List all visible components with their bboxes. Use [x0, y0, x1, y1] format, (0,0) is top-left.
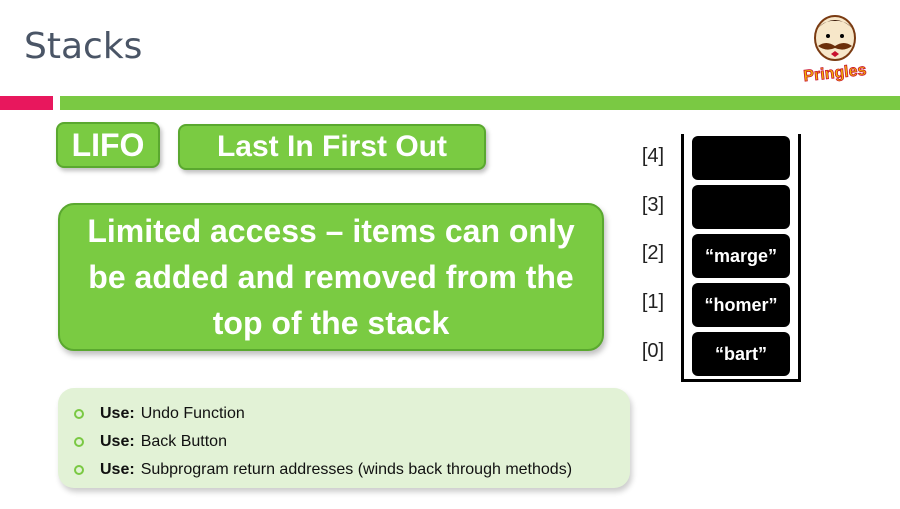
list-item: Use: Subprogram return addresses (winds …	[74, 456, 630, 484]
stack-cell-1: “homer”	[692, 283, 790, 327]
stack-index-1: [1]	[641, 291, 665, 313]
list-item: Use: Back Button	[74, 428, 630, 456]
bullet-icon	[74, 465, 84, 475]
use-text: Subprogram return addresses (winds back …	[140, 461, 573, 478]
bullet-icon	[74, 437, 84, 447]
list-item: Use: Undo Function	[74, 400, 630, 428]
stack-description: Limited access – items can only be added…	[58, 203, 604, 351]
stack-index-3: [3]	[641, 194, 665, 216]
stack-description-text: Limited access – items can only be added…	[87, 213, 575, 341]
use-key: Use:	[100, 433, 135, 450]
use-text: Back Button	[140, 433, 227, 450]
accent-bar-pink	[0, 96, 53, 110]
bullet-icon	[74, 409, 84, 419]
slide-title: Stacks	[24, 26, 143, 67]
accent-bar-green	[60, 96, 900, 110]
stack-index-2: [2]	[641, 242, 665, 264]
pringles-logo: Pringles	[802, 15, 868, 86]
logo-text: Pringles	[803, 62, 868, 86]
use-key: Use:	[100, 461, 135, 478]
stack-cell-2: “marge”	[692, 234, 790, 278]
uses-list: Use: Undo Function Use: Back Button Use:…	[58, 388, 630, 488]
stack-container: “marge” “homer” “bart”	[681, 134, 801, 382]
use-text: Undo Function	[140, 405, 245, 422]
use-key: Use:	[100, 405, 135, 422]
stack-index-4: [4]	[641, 145, 665, 167]
stack-cell-0: “bart”	[692, 332, 790, 376]
stack-index-0: [0]	[641, 340, 665, 362]
stack-cell-4	[692, 136, 790, 180]
lifo-meaning: Last In First Out	[178, 124, 486, 170]
stack-cell-3	[692, 185, 790, 229]
lifo-label: LIFO	[56, 122, 160, 168]
